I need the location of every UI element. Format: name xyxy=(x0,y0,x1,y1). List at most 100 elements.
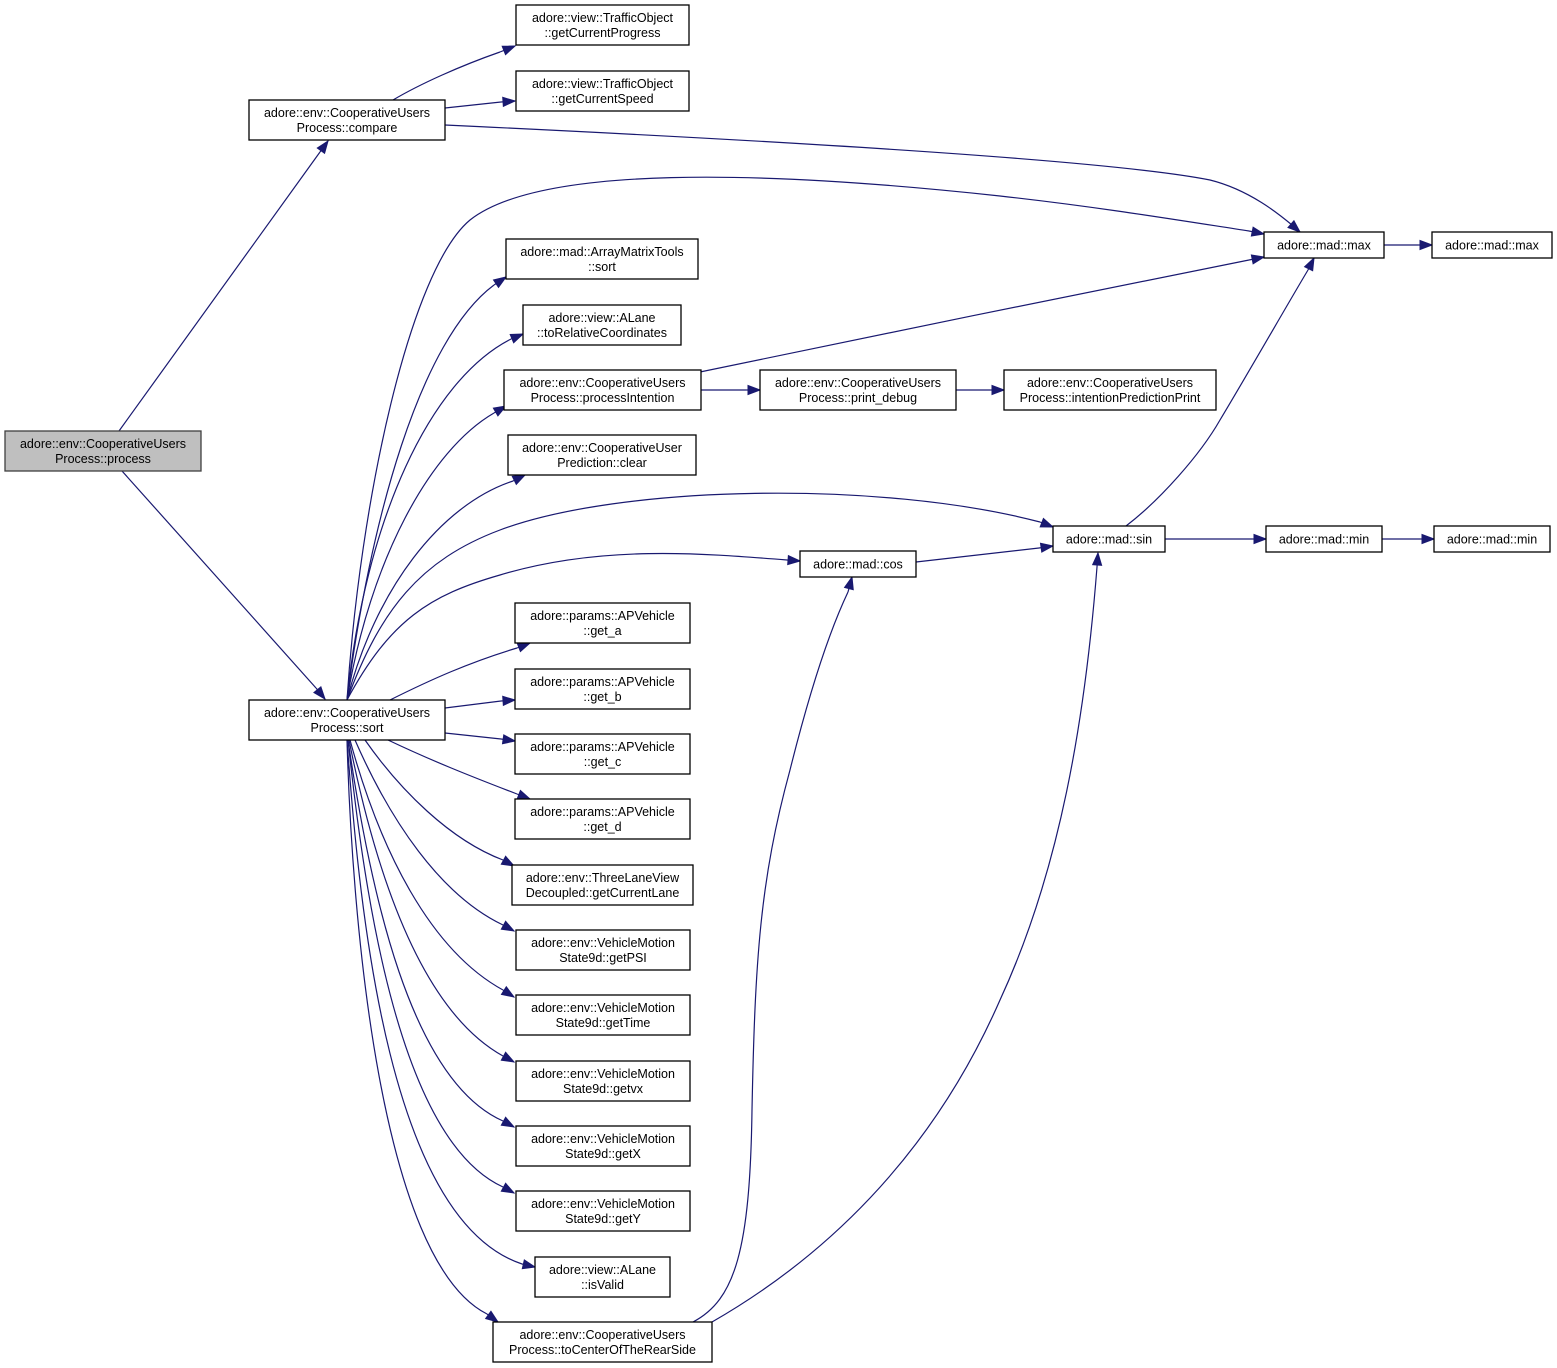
edge-line xyxy=(118,151,321,432)
edge-process-to-sort xyxy=(121,470,326,701)
node-label-line: ::getCurrentSpeed xyxy=(551,92,653,106)
node-getB[interactable]: adore::params::APVehicle::get_b xyxy=(514,668,691,710)
node-isValid[interactable]: adore::view::ALane::isValid xyxy=(534,1256,671,1298)
node-label-line: adore::mad::max xyxy=(1277,239,1372,253)
edge-toCenter-to-cos xyxy=(692,575,854,1323)
node-max2[interactable]: adore::mad::max xyxy=(1431,231,1553,259)
node-box xyxy=(1433,525,1551,553)
edge-sort-to-getA xyxy=(389,642,532,701)
node-box xyxy=(515,929,691,971)
edge-line xyxy=(348,739,504,1057)
edge-sort-to-sin xyxy=(346,492,1055,701)
node-sin[interactable]: adore::mad::sin xyxy=(1052,525,1166,553)
edge-sort-to-isValid xyxy=(346,739,537,1270)
node-min2[interactable]: adore::mad::min xyxy=(1433,525,1551,553)
edge-line xyxy=(387,739,518,795)
arrowhead-icon xyxy=(1419,239,1434,251)
edge-sort-to-getPSI xyxy=(354,739,516,932)
edge-line xyxy=(1125,269,1309,527)
arrowhead-icon xyxy=(492,405,508,417)
node-getD[interactable]: adore::params::APVehicle::get_d xyxy=(514,798,691,840)
node-max1[interactable]: adore::mad::max xyxy=(1263,231,1385,259)
node-label-line: ::isValid xyxy=(581,1278,624,1292)
edge-sort-to-processIntention xyxy=(346,405,508,701)
edge-sort-to-getTime xyxy=(349,739,516,998)
node-getCurrentProgress[interactable]: adore::view::TrafficObject::getCurrentPr… xyxy=(515,4,690,46)
node-getCurrentSpeed[interactable]: adore::view::TrafficObject::getCurrentSp… xyxy=(515,70,690,112)
arrowhead-icon xyxy=(500,1182,516,1194)
node-processIntention[interactable]: adore::env::CooperativeUsersProcess::pro… xyxy=(503,369,702,411)
node-box xyxy=(534,1256,671,1298)
arrowhead-icon xyxy=(500,985,516,998)
node-process[interactable]: adore::env::CooperativeUsersProcess::pro… xyxy=(4,430,202,472)
arrowhead-icon xyxy=(1039,542,1055,553)
node-cos[interactable]: adore::mad::cos xyxy=(799,550,917,578)
edge-line xyxy=(346,176,1250,701)
edge-line xyxy=(444,700,502,709)
node-compare[interactable]: adore::env::CooperativeUsersProcess::com… xyxy=(248,99,446,141)
edge-line xyxy=(346,552,788,701)
node-label-line: adore::env::CooperativeUsers xyxy=(519,376,685,390)
edge-cos-to-sin xyxy=(915,542,1055,563)
node-label-line: adore::env::CooperativeUsers xyxy=(264,106,430,120)
edge-min1-to-min2 xyxy=(1382,533,1436,545)
edge-compare-to-max1 xyxy=(444,124,1302,233)
node-toRelCoords[interactable]: adore::view::ALane::toRelativeCoordinate… xyxy=(522,304,682,346)
node-getA[interactable]: adore::params::APVehicle::get_a xyxy=(514,602,691,644)
node-box xyxy=(799,550,917,578)
edge-line xyxy=(444,124,1293,226)
nodes-layer: adore::env::CooperativeUsersProcess::pro… xyxy=(4,4,1553,1363)
node-label-line: State9d::getY xyxy=(565,1212,641,1226)
node-label-line: adore::view::TrafficObject xyxy=(532,11,674,25)
edge-line xyxy=(346,739,488,1315)
node-box xyxy=(1003,369,1217,411)
node-label-line: adore::env::VehicleMotion xyxy=(531,1197,675,1211)
node-box xyxy=(759,369,957,411)
node-label-line: ::get_b xyxy=(583,690,621,704)
edge-line xyxy=(349,739,504,991)
node-label-line: adore::view::TrafficObject xyxy=(532,77,674,91)
node-label-line: ::get_a xyxy=(583,624,621,638)
node-label-line: adore::env::VehicleMotion xyxy=(531,936,675,950)
node-box xyxy=(515,4,690,46)
node-getC[interactable]: adore::params::APVehicle::get_c xyxy=(514,733,691,775)
node-label-line: adore::env::CooperativeUsers xyxy=(775,376,941,390)
node-sort[interactable]: adore::env::CooperativeUsersProcess::sor… xyxy=(248,699,446,741)
node-getTime[interactable]: adore::env::VehicleMotionState9d::getTim… xyxy=(515,994,691,1036)
edge-line xyxy=(444,732,502,740)
node-clear[interactable]: adore::env::CooperativeUserPrediction::c… xyxy=(507,434,697,476)
node-amtSort[interactable]: adore::mad::ArrayMatrixTools::sort xyxy=(505,238,699,280)
edge-processIntention-to-max1 xyxy=(699,254,1266,373)
node-box xyxy=(1431,231,1553,259)
node-label-line: adore::env::CooperativeUsers xyxy=(1027,376,1193,390)
node-min1[interactable]: adore::mad::min xyxy=(1265,525,1383,553)
node-label-line: ::get_d xyxy=(583,820,621,834)
arrowhead-icon xyxy=(1250,226,1266,237)
node-label-line: adore::mad::min xyxy=(1279,533,1369,547)
edge-sort-to-getD xyxy=(387,739,532,800)
arrowhead-icon xyxy=(509,333,525,344)
node-intentionPredictionPrint[interactable]: adore::env::CooperativeUsersProcess::int… xyxy=(1003,369,1217,411)
node-label-line: adore::params::APVehicle xyxy=(530,609,675,623)
arrowhead-icon xyxy=(1253,533,1268,545)
arrowhead-icon xyxy=(501,734,517,745)
edge-sort-to-getB xyxy=(444,695,517,709)
node-box xyxy=(4,430,202,472)
node-label-line: adore::params::APVehicle xyxy=(530,805,675,819)
node-box xyxy=(507,434,697,476)
edge-line xyxy=(692,591,849,1323)
arrowhead-icon xyxy=(492,276,508,289)
node-toCenter[interactable]: adore::env::CooperativeUsersProcess::toC… xyxy=(492,1321,713,1363)
node-getCurrentLane[interactable]: adore::env::ThreeLaneViewDecoupled::getC… xyxy=(511,864,694,906)
edge-processIntention-to-printDebug xyxy=(701,384,762,396)
node-printDebug[interactable]: adore::env::CooperativeUsersProcess::pri… xyxy=(759,369,957,411)
arrowhead-icon xyxy=(843,575,854,591)
edge-line xyxy=(346,412,495,701)
node-label-line: State9d::getvx xyxy=(563,1082,644,1096)
edge-line xyxy=(346,480,514,701)
edge-sort-to-getC xyxy=(444,732,517,745)
